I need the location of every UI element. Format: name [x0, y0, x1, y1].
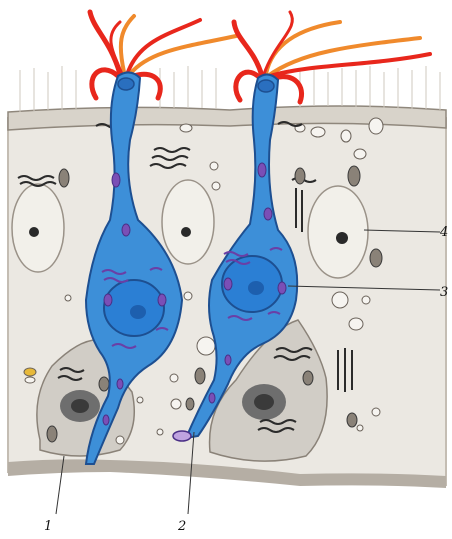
- cilia-left: [90, 12, 236, 98]
- label-3: 3: [440, 285, 448, 300]
- supporting-cell-middle: [162, 180, 214, 264]
- supporting-cell-left: [12, 184, 64, 272]
- label-4: 4: [439, 225, 448, 240]
- supporting-cell-right: [308, 186, 368, 278]
- label-1: 1: [44, 519, 52, 534]
- microvilli-border: [20, 66, 440, 112]
- label-2: 2: [177, 519, 186, 534]
